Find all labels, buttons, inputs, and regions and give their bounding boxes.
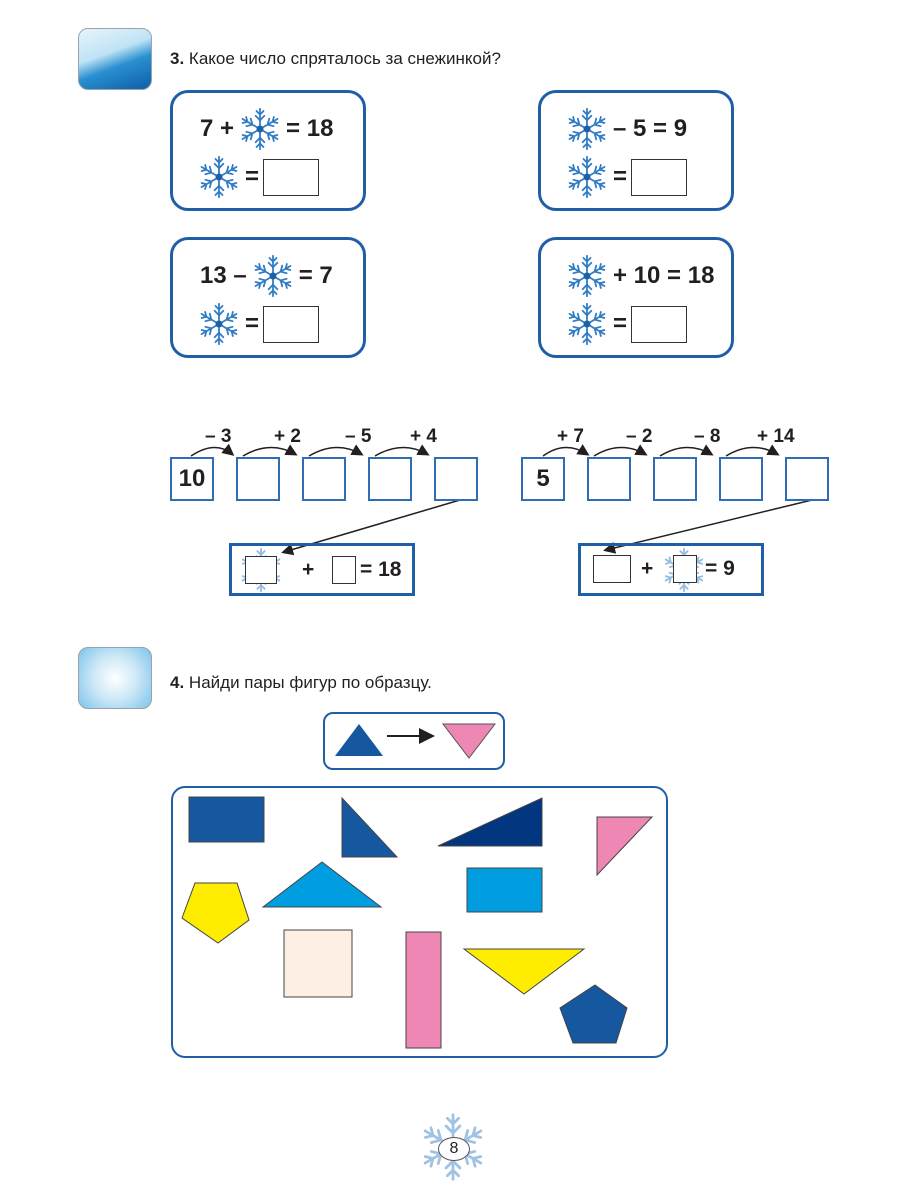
equation-left: 7 + (200, 115, 235, 142)
equation-card-1: 7 + = 18 = (170, 90, 366, 211)
ice-cube-icon (78, 647, 152, 709)
equation-right: = 18 (286, 115, 334, 142)
answer-box[interactable] (631, 158, 688, 196)
chain-op: + 7 (557, 426, 584, 447)
dark-blue-pentagon[interactable] (559, 984, 628, 1044)
equation-result: = 18 (360, 558, 402, 581)
sample-inverted-triangle-shape (441, 723, 497, 759)
equation-card-3: 13 – = 7 = (170, 237, 366, 358)
pink-tall-rectangle[interactable] (405, 931, 442, 1049)
chain-answer-box[interactable] (302, 457, 346, 501)
chain-start-box: 10 (170, 457, 214, 501)
equation-right: – 5 = 9 (613, 115, 688, 142)
pink-triangle[interactable] (596, 816, 654, 877)
chain-answer-box[interactable] (587, 457, 631, 501)
equation-card-2: – 5 = 9 = (538, 90, 734, 211)
chain-answer-box[interactable] (368, 457, 412, 501)
page-number: 8 (438, 1137, 470, 1161)
shapes-box (171, 786, 668, 1058)
sample-box (323, 712, 505, 770)
chain-equation-1: + = 18 (229, 543, 415, 596)
equation-left: 13 – (200, 262, 247, 289)
chain-answer-box[interactable] (236, 457, 280, 501)
answer-box[interactable] (245, 556, 277, 584)
chain-op: + 4 (410, 426, 437, 447)
cream-square[interactable] (283, 929, 353, 998)
yellow-inverted-triangle[interactable] (462, 948, 586, 995)
yellow-pentagon[interactable] (181, 882, 250, 944)
chain-answer-box[interactable] (785, 457, 829, 501)
equation-result: = 9 (705, 557, 735, 580)
task3-number: 3. (170, 49, 185, 68)
answer-box[interactable] (332, 556, 356, 584)
light-blue-triangle[interactable] (261, 861, 383, 908)
plus-sign: + (641, 557, 654, 580)
light-blue-rectangle[interactable] (466, 867, 543, 913)
chain-start-box: 5 (521, 457, 565, 501)
chain-answer-box[interactable] (653, 457, 697, 501)
chain-equation-2: + = 9 (578, 543, 764, 596)
equals-sign: = (613, 163, 628, 190)
plus-sign: + (302, 558, 315, 581)
dark-blue-rectangle[interactable] (188, 796, 265, 843)
answer-box[interactable] (263, 305, 320, 343)
task3-text: Какое число спряталось за снежинкой? (188, 49, 501, 68)
equals-sign: = (245, 310, 260, 337)
chain-answer-box[interactable] (719, 457, 763, 501)
task3-title: 3. Какое число спряталось за снежинкой? (170, 49, 501, 69)
equation-right: + 10 = 18 (613, 262, 715, 289)
equals-sign: = (245, 163, 260, 190)
chain-op: + 2 (274, 426, 301, 447)
chain-op: + 14 (757, 426, 795, 447)
chain-answer-box[interactable] (434, 457, 478, 501)
chain-op: – 3 (205, 426, 232, 447)
answer-box[interactable] (631, 305, 688, 343)
answer-box[interactable] (673, 555, 697, 583)
chain-op: – 8 (694, 426, 721, 447)
sample-triangle-shape (335, 724, 383, 756)
water-splash-icon (78, 28, 152, 90)
dark-blue-right-triangle[interactable] (341, 796, 399, 858)
task4-number: 4. (170, 673, 185, 692)
chain-op: – 2 (626, 426, 653, 447)
equation-card-4: + 10 = 18 = (538, 237, 734, 358)
answer-box[interactable] (263, 158, 320, 196)
chain-op: – 5 (345, 426, 372, 447)
task4-title: 4. Найди пары фигур по образцу. (170, 673, 432, 693)
task4-text: Найди пары фигур по образцу. (188, 673, 432, 692)
equation-right: = 7 (298, 262, 333, 289)
answer-box[interactable] (593, 555, 631, 583)
shapes-canvas (181, 796, 654, 1049)
equals-sign: = (613, 310, 628, 337)
navy-long-triangle[interactable] (437, 797, 543, 847)
